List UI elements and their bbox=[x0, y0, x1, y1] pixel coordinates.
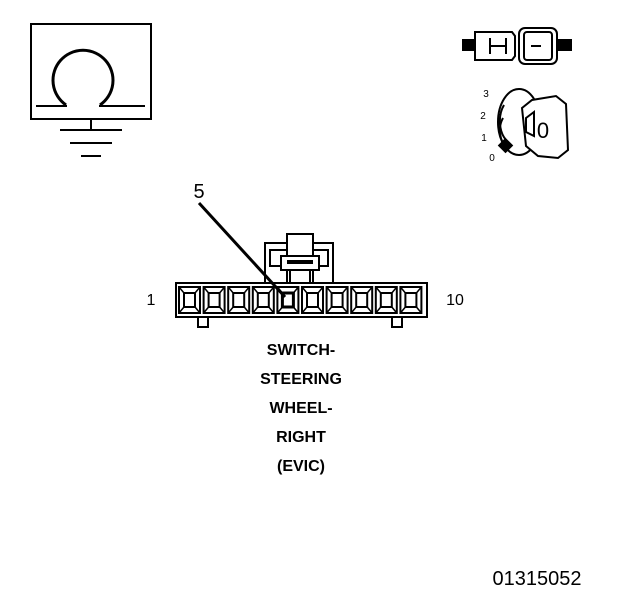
pin-label-last: 10 bbox=[446, 292, 464, 309]
figure-number: 01315052 bbox=[493, 568, 582, 590]
connector-pin-3 bbox=[227, 286, 251, 314]
connector-pin-7 bbox=[325, 286, 349, 314]
connector-pin-9 bbox=[374, 286, 398, 314]
inline-connector-icon bbox=[462, 27, 572, 65]
connector-pin-1 bbox=[178, 286, 201, 314]
pin-callout-label: 5 bbox=[193, 181, 204, 203]
connector-latch bbox=[264, 233, 334, 285]
connector-pins bbox=[178, 286, 423, 314]
connector-pin-10 bbox=[399, 286, 423, 314]
pin-label-first: 1 bbox=[147, 292, 156, 309]
connector-pin-4 bbox=[251, 286, 275, 314]
ignition-position-0: 0 bbox=[489, 153, 495, 164]
ignition-position-1: 1 bbox=[481, 133, 487, 144]
key-symbol: 0 bbox=[537, 118, 549, 143]
ignition-position-3: 3 bbox=[483, 89, 489, 100]
component-name-line-4: RIGHT bbox=[276, 429, 326, 446]
connector-pin-2 bbox=[202, 286, 226, 314]
ignition-switch-icon bbox=[497, 88, 570, 160]
component-name-line-5: (EVIC) bbox=[277, 458, 325, 475]
component-name: SWITCH- STEERING WHEEL- RIGHT (EVIC) bbox=[260, 342, 342, 475]
ground-symbol-icon bbox=[30, 23, 152, 157]
component-name-line-3: WHEEL- bbox=[269, 400, 332, 417]
ignition-position-2: 2 bbox=[480, 111, 486, 122]
connector-pin-8 bbox=[350, 286, 374, 314]
component-name-line-1: SWITCH- bbox=[267, 342, 335, 359]
component-name-line-2: STEERING bbox=[260, 371, 342, 388]
connector-pin-6 bbox=[301, 286, 324, 314]
pin-callout-leader bbox=[197, 201, 287, 299]
